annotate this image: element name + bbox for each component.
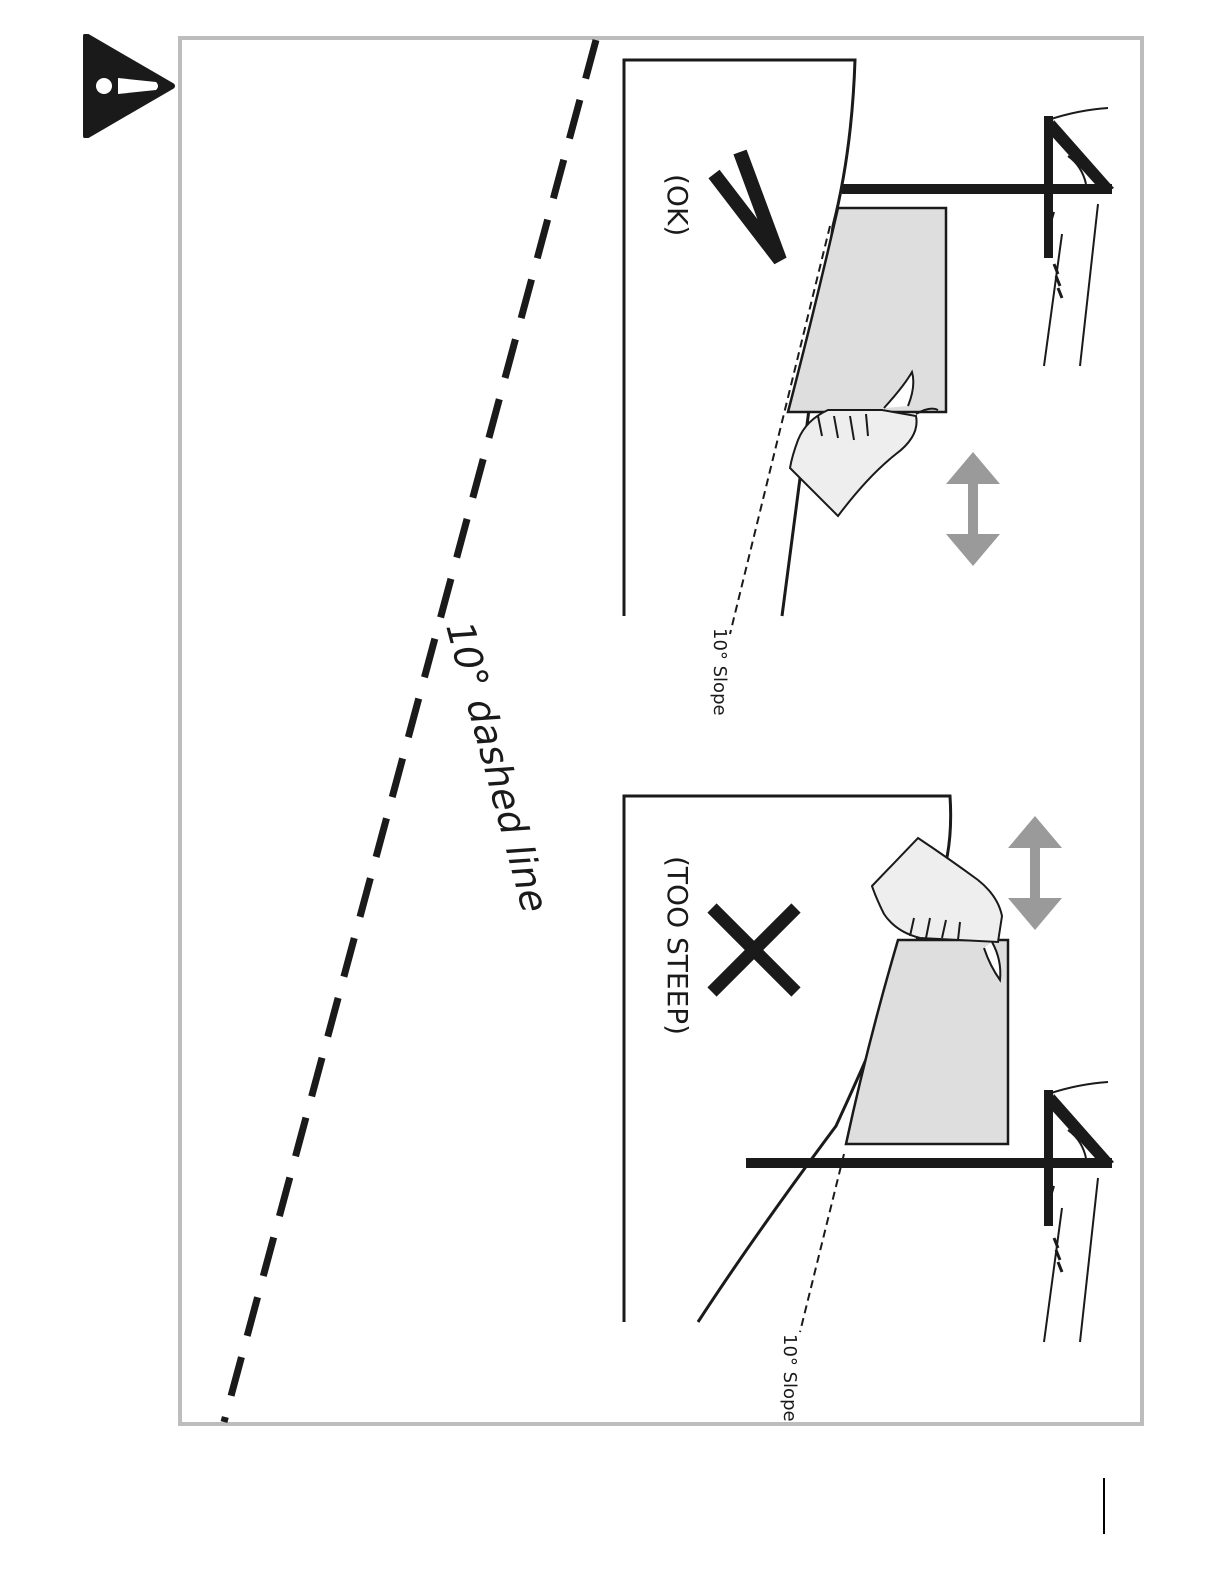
steep-slope-label: 10° Slope (779, 1334, 800, 1422)
page-edge-rule (1103, 1478, 1105, 1534)
diagram-frame: 10° dashed line 10° Slope (178, 36, 1144, 1426)
ok-slope-label: 10° Slope (709, 628, 730, 716)
steep-status-label: (TOO STEEP) (661, 856, 694, 1035)
warning-icon (80, 34, 176, 138)
ok-status-label: (OK) (661, 174, 694, 236)
